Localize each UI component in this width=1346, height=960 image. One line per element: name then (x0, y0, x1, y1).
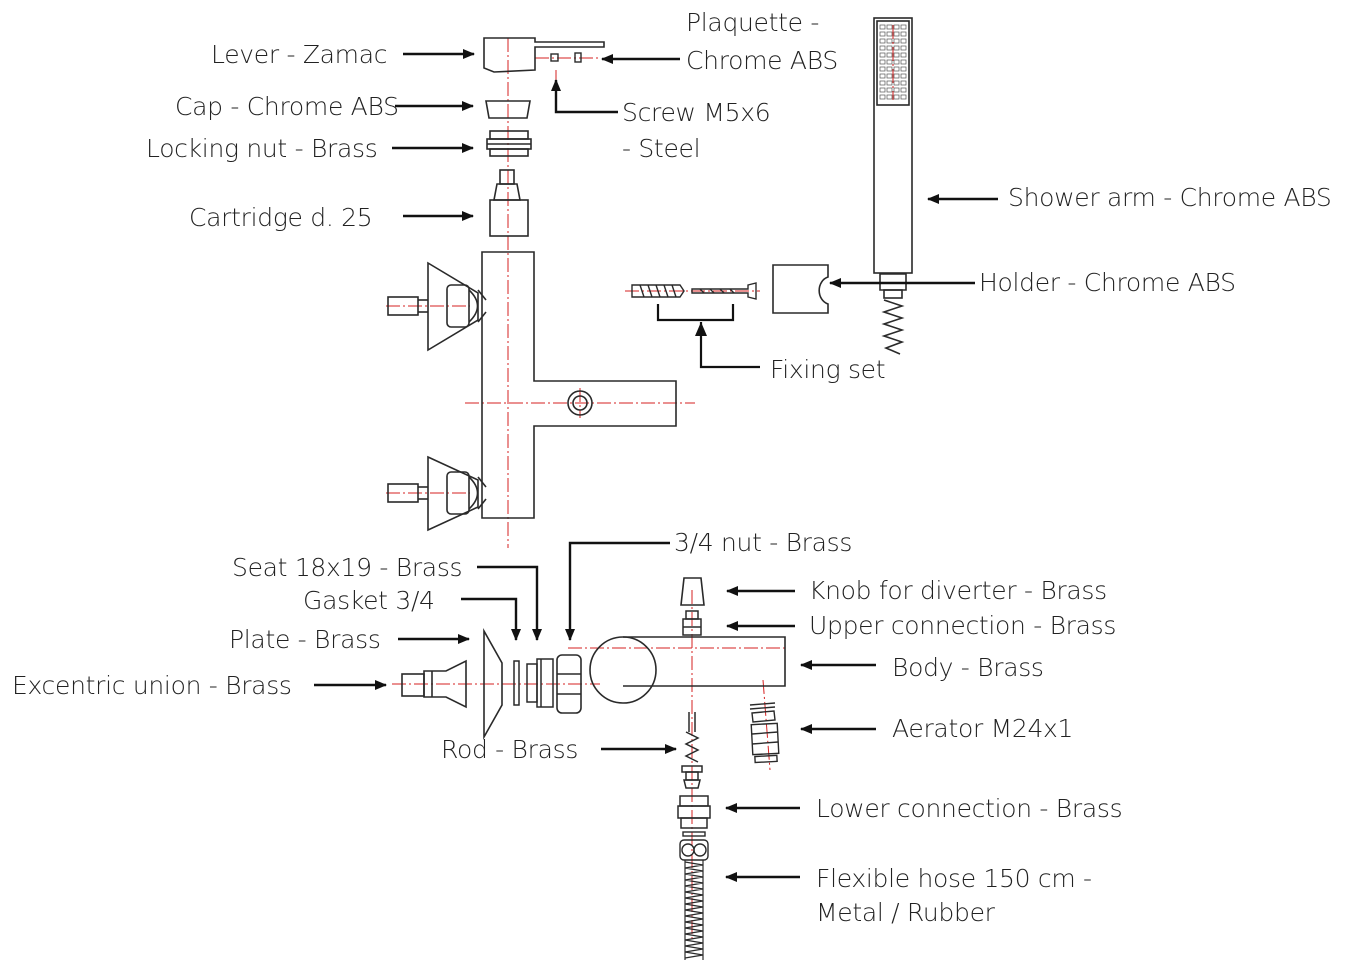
label-body: Body - Brass (892, 653, 1044, 682)
label-holder: Holder - Chrome ABS (979, 268, 1236, 297)
label-hose-line1: Flexible hose 150 cm - (816, 864, 1092, 893)
label-plaquette-line1: Plaquette - (686, 8, 819, 37)
label-nut-3-4: 3/4 nut - Brass (674, 528, 852, 557)
lever-part (483, 37, 605, 73)
shower-arm-part (873, 17, 913, 355)
nut-3-4-part (556, 654, 582, 714)
fixing-set-part (631, 282, 757, 300)
knob-part (680, 577, 705, 606)
label-plate: Plate - Brass (229, 625, 381, 654)
seat-part (526, 658, 554, 708)
hose-coil (684, 860, 704, 960)
label-screw-line1: Screw M5x6 (622, 98, 770, 127)
label-gasket: Gasket 3/4 (303, 586, 435, 615)
label-cap: Cap - Chrome ABS (175, 92, 399, 121)
holder-part (772, 264, 829, 314)
mixer-body (387, 251, 677, 532)
cartridge-part (489, 169, 529, 237)
fixing-set-bracket (656, 304, 760, 369)
label-lever: Lever - Zamac (211, 40, 387, 69)
body-part (589, 636, 786, 704)
lower-connection-part (677, 795, 711, 829)
label-locking-nut: Locking nut - Brass (146, 134, 377, 163)
label-upper-connection: Upper connection - Brass (809, 611, 1116, 640)
excentric-union-part (401, 659, 467, 709)
label-knob: Knob for diverter - Brass (809, 576, 1107, 605)
shower-nozzle-grid (879, 24, 907, 100)
label-cartridge: Cartridge d. 25 (189, 203, 372, 232)
aerator-part (749, 702, 780, 764)
label-rod: Rod - Brass (441, 735, 578, 764)
labels: Lever - Zamac Plaquette - Chrome ABS Cap… (12, 8, 1332, 927)
gasket-part (513, 660, 520, 706)
flexible-hose-part (679, 831, 709, 861)
cap-part (485, 100, 531, 119)
upper-connection-part (682, 610, 702, 636)
fixing-set-arrowhead (695, 322, 707, 336)
leader-arrows (314, 49, 998, 882)
label-lower-connection: Lower connection - Brass (816, 794, 1122, 823)
label-seat: Seat 18x19 - Brass (232, 553, 462, 582)
plaquette-part (550, 52, 582, 63)
label-shower-arm: Shower arm - Chrome ABS (1008, 183, 1332, 212)
locking-nut-part (486, 130, 532, 157)
label-aerator: Aerator M24x1 (892, 714, 1073, 743)
label-fixing-set: Fixing set (770, 355, 885, 384)
label-plaquette-line2: Chrome ABS (686, 46, 838, 75)
label-screw-line2: - Steel (622, 134, 700, 163)
rod-part (681, 712, 703, 789)
label-hose-line2: Metal / Rubber (816, 898, 996, 927)
label-excentric-union: Excentric union - Brass (12, 671, 292, 700)
plate-part (483, 627, 503, 741)
